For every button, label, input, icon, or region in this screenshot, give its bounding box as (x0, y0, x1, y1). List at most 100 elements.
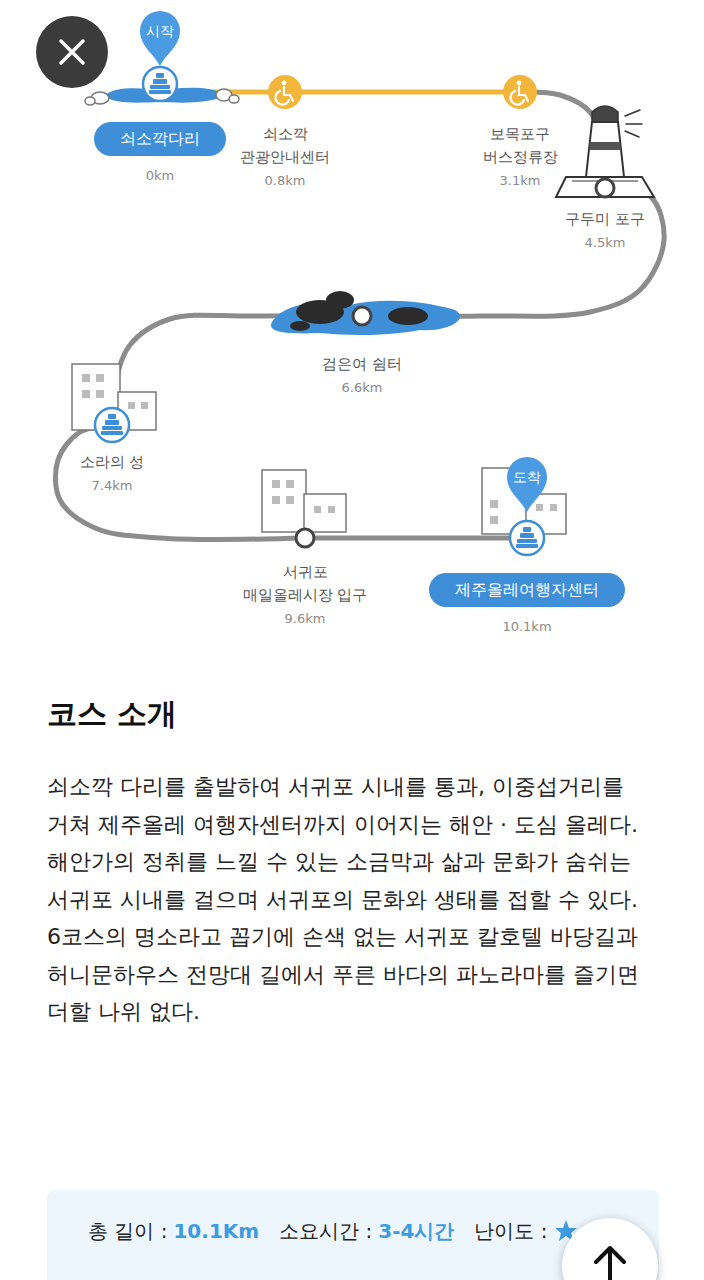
stop-name: 쇠소깍 관광안내센터 (235, 123, 335, 169)
stop-name: 서귀포 매일올레시장 입구 (240, 561, 370, 607)
start-pin (140, 11, 180, 66)
lighthouse (600, 127, 610, 137)
stamp-icon (149, 90, 171, 94)
black-rocks (290, 321, 310, 331)
buildings (286, 496, 294, 504)
stop-distance: 0km (94, 166, 226, 186)
stamp-icon (105, 420, 119, 425)
start-pond (85, 97, 95, 105)
stop-name: 보목포구 버스정류장 (475, 123, 565, 169)
buildings (536, 504, 543, 511)
stamp-icon (95, 408, 129, 442)
wheelchair-marker (503, 75, 537, 109)
buildings (328, 506, 335, 513)
stamp-icon (523, 527, 531, 532)
buildings (272, 480, 280, 488)
stamp-icon (510, 521, 544, 555)
info-value: 10.1Km (173, 1219, 259, 1243)
wheelchair-marker (275, 87, 293, 105)
stamp-icon (153, 79, 167, 84)
wheelchair-marker (268, 75, 302, 109)
pin-label: 시작 (146, 21, 174, 41)
stamp-icon (156, 73, 164, 78)
stop-distance: 9.6km (240, 609, 370, 629)
route-stop: 검은여 쉼터6.6km (322, 316, 402, 398)
stop-distance: 4.5km (565, 233, 645, 253)
buildings (286, 480, 294, 488)
lighthouse (592, 106, 618, 122)
wheelchair-marker (268, 75, 302, 109)
black-rocks (388, 307, 428, 325)
arrival-pin (507, 457, 547, 512)
lighthouse (625, 110, 642, 137)
lighthouse (596, 179, 614, 197)
up-arrow-icon (562, 1218, 658, 1280)
stop-name: 구두미 포구 (565, 208, 645, 231)
route-segment (285, 90, 520, 95)
stop-name: 제주올레여행자센터 (429, 573, 625, 607)
black-rocks (271, 291, 460, 335)
route-segment (305, 536, 527, 541)
buildings (262, 470, 346, 547)
start-pin (140, 11, 180, 66)
buildings (490, 500, 498, 508)
course-description: 쇠소깍 다리를 출발하여 서귀포 시내를 통과, 이중섭거리를 거쳐 제주올레 … (47, 768, 671, 1031)
section-title: 코스 소개 (47, 694, 177, 734)
pin-label: 도착 (513, 467, 541, 487)
stamp-icon (143, 67, 177, 101)
buildings (96, 390, 104, 398)
route-stop: 서귀포 매일올레시장 입구9.6km (240, 538, 370, 629)
route-stop: 쇠소깍 관광안내센터0.8km (235, 92, 335, 191)
stop-distance: 7.4km (80, 476, 145, 496)
close-button (36, 16, 108, 88)
lighthouse (589, 142, 621, 150)
endpoint-stop: 제주올레여행자센터 10.1km (429, 538, 625, 637)
stamp-icon (520, 533, 534, 538)
stamp-icon (108, 414, 116, 419)
stamp-icon (102, 426, 122, 430)
info-label: 소요시간 : (279, 1218, 372, 1245)
close-button (36, 16, 108, 88)
stamp-icon (143, 67, 177, 101)
route-stop: 구두미 포구4.5km (565, 188, 645, 253)
lighthouse (556, 106, 654, 197)
info-label: 총 길이 : (88, 1218, 167, 1245)
stop-distance: 0.8km (235, 171, 335, 191)
info-value: 3-4시간 (378, 1218, 454, 1245)
stop-distance: 10.1km (429, 617, 625, 637)
buildings (82, 390, 90, 398)
stop-name: 검은여 쉼터 (322, 353, 402, 376)
stop-name: 소라의 성 (80, 451, 145, 474)
buildings (314, 506, 321, 513)
lighthouse (586, 122, 624, 177)
wheelchair-marker (282, 81, 287, 86)
stamp-icon (517, 539, 537, 543)
stamp-icon (516, 544, 538, 548)
buildings (490, 516, 498, 524)
stop-name: 쇠소깍다리 (94, 122, 226, 156)
stamp-icon (95, 408, 129, 442)
buildings (550, 504, 557, 511)
buildings (72, 364, 156, 430)
buildings (128, 402, 135, 409)
lighthouse (556, 177, 654, 197)
scroll-top-button (562, 1218, 658, 1280)
close-button (61, 41, 83, 63)
buildings (272, 496, 280, 504)
wheelchair-marker (510, 87, 528, 105)
route-stop: 소라의 성7.4km (80, 425, 145, 496)
stamp-icon (150, 85, 170, 89)
info-label: 난이도 : (474, 1218, 547, 1245)
start-pond (229, 95, 239, 103)
info-row: 총 길이 :10.1Km 소요시간 :3-4시간 난이도 : (88, 1215, 636, 1247)
endpoint-stop: 쇠소깍다리 0km (94, 92, 226, 186)
wheelchair-marker (503, 75, 537, 109)
buildings (82, 374, 90, 382)
up-arrow-icon (596, 1248, 624, 1280)
route-segment (362, 188, 664, 316)
black-rocks (326, 291, 354, 309)
black-rocks (271, 301, 460, 335)
buildings (141, 402, 148, 409)
